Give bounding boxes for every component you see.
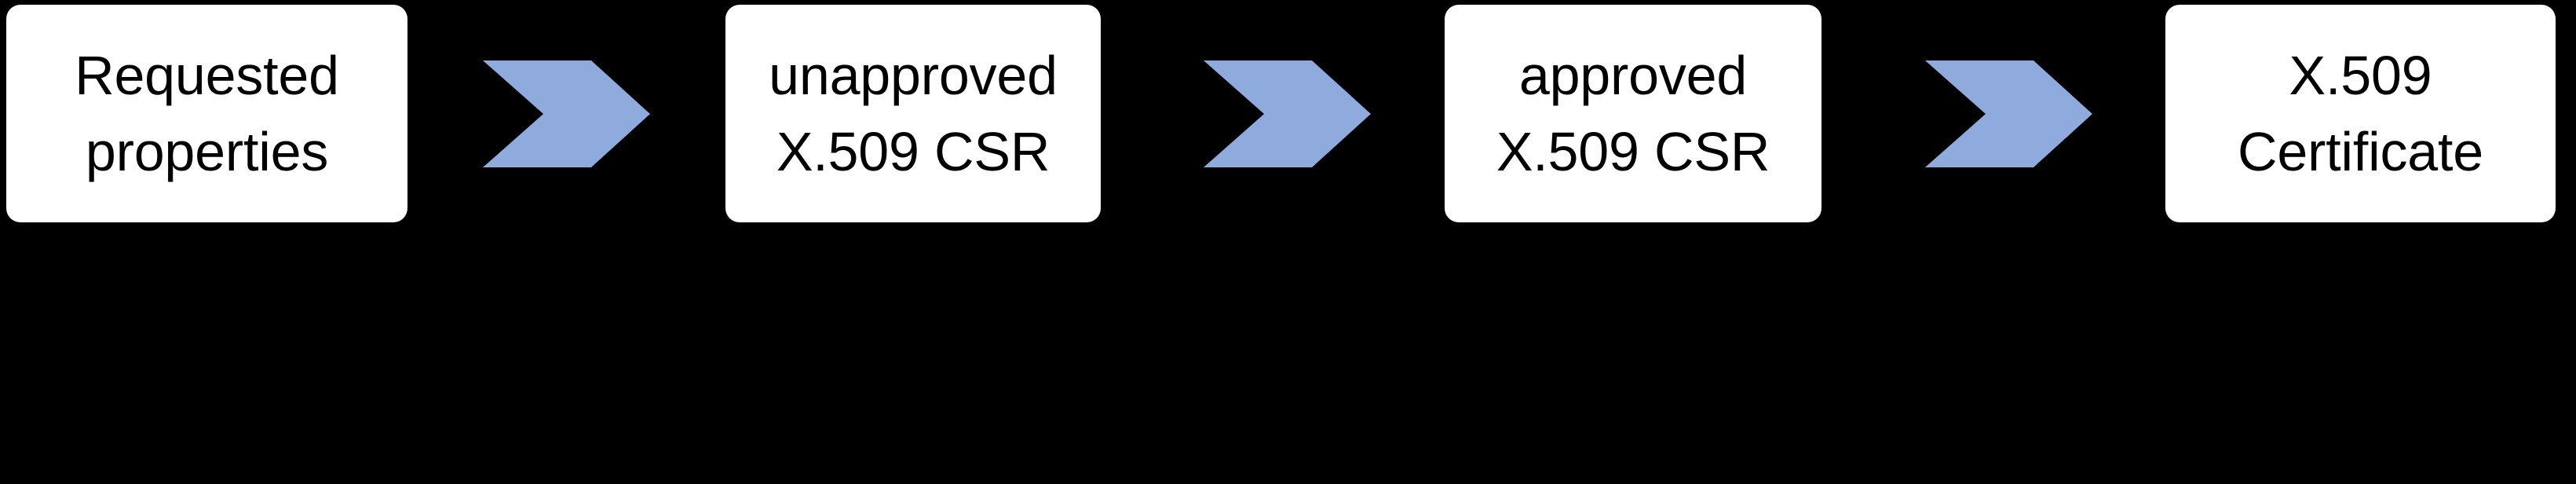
flow-step-label-line2: properties <box>85 120 329 182</box>
chevron-arrow-right-icon <box>1204 60 1371 167</box>
flow-step-label-line1: X.509 <box>2289 44 2432 106</box>
flow-step-requested-properties[interactable]: Requested properties <box>6 5 407 222</box>
flow-step-label-line2: Certificate <box>2238 120 2483 182</box>
chevron-arrow-right-icon <box>1925 60 2092 167</box>
flow-step-label-line2: X.509 CSR <box>1496 120 1770 182</box>
flow-step-label-line1: Requested <box>75 44 339 106</box>
flow-step-unapproved-csr[interactable]: unapproved X.509 CSR <box>725 5 1101 222</box>
chevron-arrow-right-icon <box>483 60 650 167</box>
flow-step-x509-certificate[interactable]: X.509 Certificate <box>2165 5 2556 222</box>
flow-step-label-line1: approved <box>1518 44 1748 106</box>
flow-step-label-line2: X.509 CSR <box>776 120 1050 182</box>
flow-step-approved-csr[interactable]: approved X.509 CSR <box>1445 5 1821 222</box>
flow-step-label-line1: unapproved <box>769 44 1058 106</box>
